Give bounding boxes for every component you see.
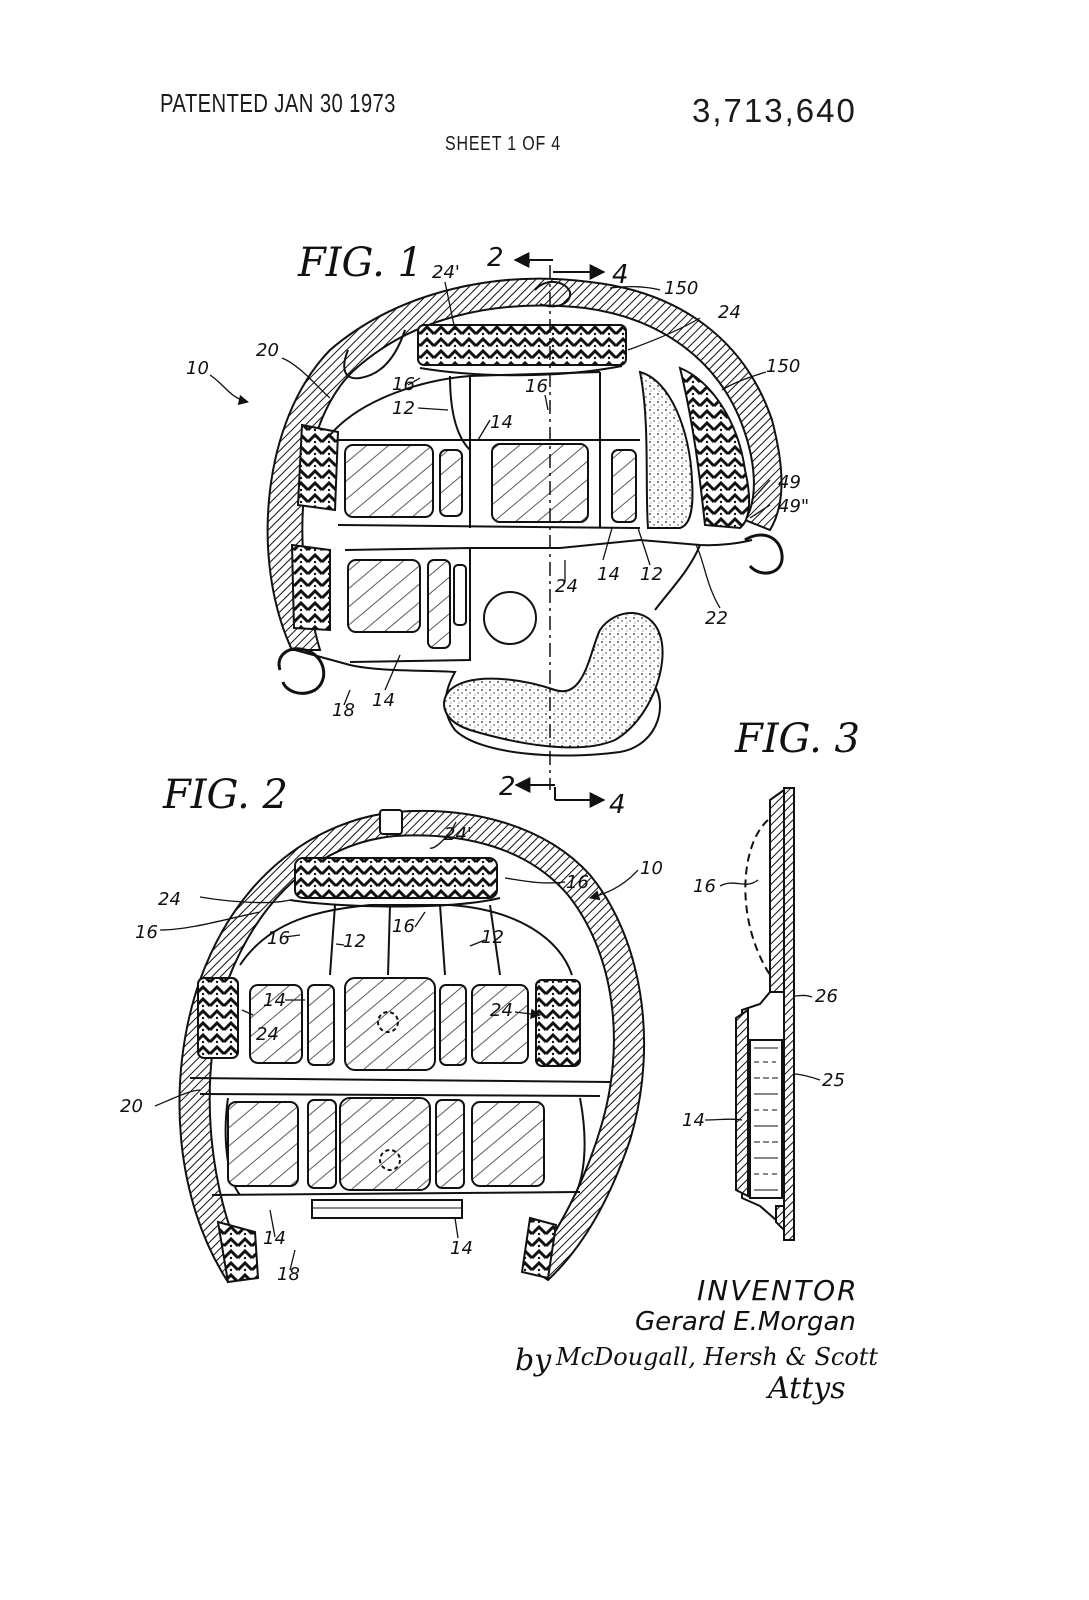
fig1-ref-22: 22 [705, 608, 728, 629]
fig2-ref-16c: 16 [267, 928, 290, 949]
fig2-cell [307, 984, 335, 1066]
fig2-ref-24prime: 24' [444, 824, 472, 845]
patented-date: PATENTED JAN 30 1973 [160, 88, 396, 118]
patent-number: 3,713,640 [692, 92, 857, 129]
fig2-drawing [178, 809, 646, 1284]
fig3-ref-25: 25 [822, 1070, 845, 1091]
fig1-cell [491, 443, 589, 523]
fig2-ref-12b: 12 [481, 927, 504, 948]
fig1-chin-pad [443, 612, 664, 749]
fig1-ref-14b: 14 [597, 564, 620, 585]
fig3-ref-26: 26 [815, 986, 838, 1007]
fig2-ref-16d: 16 [392, 916, 415, 937]
fig2-label: FIG. 2 [162, 772, 288, 818]
fig1-ear-hole [483, 591, 537, 645]
fig1-ref-14c: 14 [372, 690, 395, 711]
fig2-ref-24: 24 [158, 889, 181, 910]
fig2-ref-24b: 24 [256, 1024, 279, 1045]
fig1-drawing [266, 261, 784, 790]
fig3-label: FIG. 3 [734, 716, 860, 762]
fig3-ref-16: 16 [693, 876, 716, 897]
fig2-cell [344, 977, 436, 1071]
fig1-section-2-bottom: 2 [499, 772, 516, 802]
fig2-right-pad [535, 979, 581, 1067]
inventor-name: Gerard E.Morgan [635, 1307, 856, 1337]
fig1-crown-pad [417, 324, 627, 366]
fig1-ref-12a: 12 [392, 398, 415, 419]
fig1-ref-12b: 12 [640, 564, 663, 585]
fig1-section-arrows [513, 252, 606, 808]
fig2-crown-pad [294, 857, 498, 899]
fig2-ref-16b: 16 [135, 922, 158, 943]
fig1-cell [344, 444, 434, 518]
fig1-ref-18: 18 [332, 700, 355, 721]
fig2-cell [471, 1101, 545, 1187]
fig1-ref-10: 10 [186, 358, 209, 379]
fig3-drawing [735, 787, 795, 1241]
fig1-ref-24b: 24 [555, 576, 578, 597]
fig1-ref-20: 20 [256, 340, 279, 361]
fig1-ref-16a: 16 [392, 374, 415, 395]
attorney-signature: McDougall, Hersh & Scott [555, 1343, 878, 1371]
fig1-ref-150b: 150 [766, 356, 800, 377]
fig1-section-4-bottom: 4 [609, 790, 626, 820]
fig2-ref-14c: 14 [450, 1238, 473, 1259]
fig3-base-sheet [783, 787, 795, 1241]
fig2-leaders [154, 821, 639, 1271]
fig1-cell [439, 449, 463, 517]
fig2-ref-20: 20 [120, 1096, 143, 1117]
fig1-cell [427, 559, 451, 649]
attorneys-label: Attys [765, 1371, 846, 1406]
fig2-ref-14a: 14 [263, 990, 286, 1011]
fig3-ref-14: 14 [682, 1110, 705, 1131]
fig1-cell [611, 449, 637, 523]
fig1-ref-49: 49 [778, 472, 801, 493]
fig2-cell [439, 984, 467, 1066]
fig2-cell [435, 1099, 465, 1189]
fig2-cell [249, 984, 303, 1064]
fig3-cell-wall [735, 1008, 749, 1198]
fig1-label: FIG. 1 [297, 240, 423, 286]
fig3-leaders [704, 879, 821, 1121]
fig1-ref-14a: 14 [490, 412, 513, 433]
fig1-ref-24prime: 24' [432, 262, 460, 283]
fig2-left-pad [197, 977, 239, 1059]
fig1-section-2-top: 2 [487, 243, 504, 273]
fig1-ref-16b: 16 [525, 376, 548, 397]
fig2-ref-14b: 14 [263, 1228, 286, 1249]
fig1-cell [347, 559, 421, 633]
fig2-ref-16a: 16 [566, 872, 589, 893]
fig2-cell [307, 1099, 337, 1189]
fig1-ref-49dq: 49" [778, 496, 809, 517]
fig1-ref-150a: 150 [664, 278, 698, 299]
fig1-rear-pad [678, 366, 751, 530]
fig2-ref-24c: 24 [490, 1000, 513, 1021]
fig1-ref-24: 24 [718, 302, 741, 323]
by-label: by [515, 1343, 552, 1378]
fig2-ref-12a: 12 [343, 931, 366, 952]
fig2-ref-18: 18 [277, 1264, 300, 1285]
sheet-number: SHEET 1 OF 4 [445, 133, 562, 155]
fig1-helmet-shell [266, 277, 783, 651]
fig2-ref-10: 10 [640, 858, 663, 879]
fig1-section-4-top: 4 [612, 260, 629, 290]
fig2-cell [339, 1097, 431, 1191]
fig3-liquid [749, 1039, 783, 1199]
fig2-cell [471, 984, 529, 1064]
inventor-heading: INVENTOR [697, 1274, 859, 1307]
fig2-cell [227, 1101, 299, 1187]
fig1-leaders [209, 281, 771, 706]
